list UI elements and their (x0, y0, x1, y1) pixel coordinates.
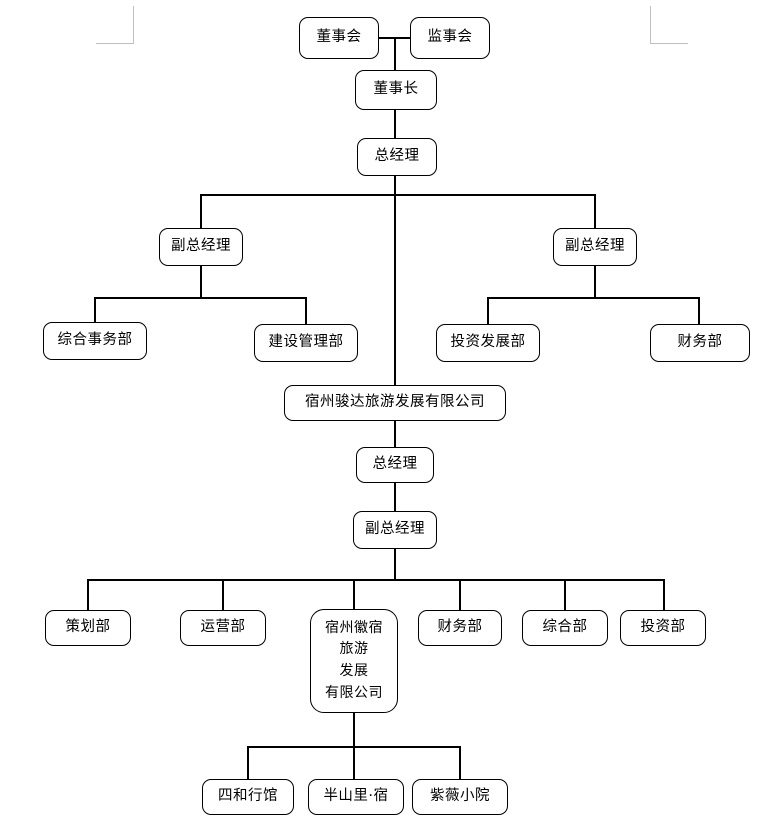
node-planning-dept[interactable]: 策划部 (45, 610, 131, 646)
connector-gm2-to-vgm2 (394, 483, 396, 512)
connector-huisu-stem (353, 713, 355, 748)
node-investment-dept[interactable]: 投资部 (620, 610, 706, 646)
connector-vgm2-to-general (564, 579, 566, 611)
connector-gm-to-vgm-right (594, 194, 596, 228)
connector-vgm-right-stem (594, 266, 596, 298)
connector-vgm2-stem (394, 549, 396, 581)
connector-vgm-right-to-dept1 (487, 297, 489, 325)
node-board-of-directors[interactable]: 董事会 (299, 17, 379, 59)
connector-gm-branch-bar (200, 194, 596, 196)
connector-vgm2-to-investment (663, 579, 665, 611)
connector-gm-to-vgm-left (200, 194, 202, 228)
connector-vgm-left-to-dept1 (94, 297, 96, 323)
node-vice-general-manager-left[interactable]: 副总经理 (159, 228, 243, 266)
page-margin-corner-top-right (650, 6, 688, 44)
page-margin-corner-top-left (96, 6, 134, 44)
node-huisu-tourism-company[interactable]: 宿州徽宿 旅游 发展 有限公司 (310, 609, 398, 713)
connector-vgm2-branch-bar (87, 579, 665, 581)
node-vice-general-manager-sub[interactable]: 副总经理 (353, 511, 437, 549)
connector-vgm2-to-finance (459, 579, 461, 611)
node-general-manager[interactable]: 总经理 (357, 138, 437, 176)
node-banshanli-su[interactable]: 半山里·宿 (308, 779, 404, 815)
node-finance-dept-sub[interactable]: 财务部 (418, 610, 502, 646)
node-ziwei-courtyard[interactable]: 紫薇小院 (412, 779, 508, 815)
connector-vgm-left-to-dept2 (305, 297, 307, 325)
node-junda-tourism-company[interactable]: 宿州骏达旅游发展有限公司 (284, 385, 506, 421)
node-general-manager-sub[interactable]: 总经理 (356, 447, 434, 483)
node-sihe-guesthouse[interactable]: 四和行馆 (202, 779, 294, 815)
connector-huisu-to-ziwei (459, 746, 461, 780)
connector-board-to-chairman (394, 37, 396, 70)
node-general-dept[interactable]: 综合部 (522, 610, 608, 646)
node-construction-mgmt-dept[interactable]: 建设管理部 (254, 324, 358, 362)
connector-vgm-left-stem (200, 266, 202, 298)
node-chairman[interactable]: 董事长 (355, 70, 437, 110)
node-operations-dept[interactable]: 运营部 (180, 610, 266, 646)
connector-company-to-gm2 (394, 421, 396, 448)
connector-vgm2-to-huisu (353, 579, 355, 610)
node-vice-general-manager-right[interactable]: 副总经理 (553, 228, 637, 266)
node-general-affairs-dept[interactable]: 综合事务部 (43, 322, 147, 360)
connector-vgm-right-to-dept2 (698, 297, 700, 325)
connector-vgm-right-bar (487, 297, 699, 299)
connector-vgm2-to-operations (222, 579, 224, 611)
connector-huisu-to-banshanli (353, 746, 355, 780)
node-board-of-supervisors[interactable]: 监事会 (410, 17, 490, 59)
connector-vgm-left-bar (94, 297, 306, 299)
connector-gm-trunk (394, 176, 396, 385)
node-finance-dept-top[interactable]: 财务部 (650, 324, 750, 362)
connector-huisu-to-sihe (247, 746, 249, 780)
connector-vgm2-to-planning (87, 579, 89, 611)
connector-chairman-to-gm (394, 110, 396, 138)
node-investment-development-dept[interactable]: 投资发展部 (436, 324, 540, 362)
